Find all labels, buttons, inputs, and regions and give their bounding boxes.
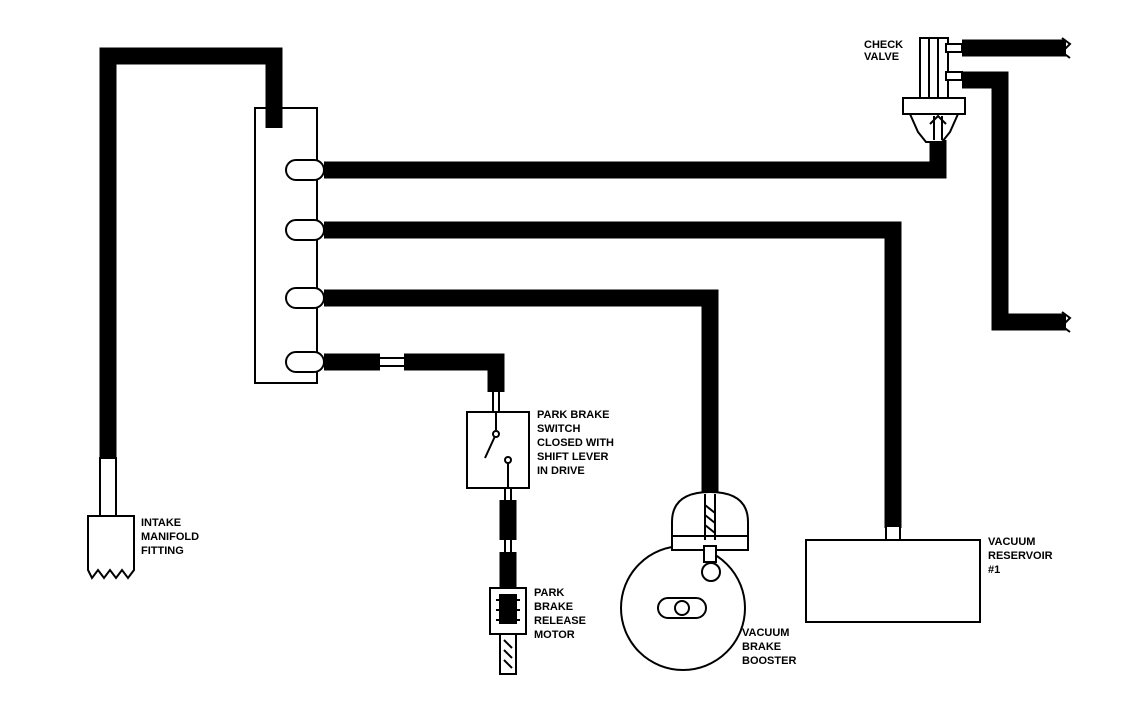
intake-manifold-label-line-3: FITTING: [141, 545, 184, 557]
check-valve-label-line-1: CHECK: [864, 39, 903, 51]
intake-manifold-hose: [99, 47, 283, 462]
park-brake-switch-label-line-2: SWITCH: [537, 423, 580, 435]
check-valve-label: CHECK VALVE: [864, 39, 906, 63]
block-port-4: [285, 351, 325, 373]
vacuum-brake-booster: [620, 490, 749, 671]
vacuum-reservoir-label-line-1: VACUUM: [988, 536, 1035, 548]
reservoir-hose: [324, 221, 902, 528]
vacuum-reservoir-label-line-3: #1: [988, 564, 1000, 576]
vacuum-reservoir-label: VACUUM RESERVOIR #1: [988, 536, 1056, 576]
check-valve: [902, 37, 966, 143]
intake-manifold-label: INTAKE MANIFOLD FITTING: [141, 517, 202, 557]
switch-to-motor-hose: [499, 488, 517, 588]
check-valve-label-line-2: VALVE: [864, 51, 899, 63]
block-port-3: [285, 287, 325, 309]
intake-manifold-label-line-2: MANIFOLD: [141, 531, 199, 543]
vacuum-brake-booster-label-line-1: VACUUM: [742, 627, 789, 639]
park-brake-switch: [466, 411, 530, 489]
park-brake-release-motor-label: PARK BRAKE RELEASE MOTOR: [534, 587, 589, 641]
vacuum-distribution-block: [254, 107, 318, 384]
park-brake-release-motor-label-line-3: RELEASE: [534, 615, 586, 627]
park-brake-switch-label-line-5: IN DRIVE: [537, 465, 585, 477]
park-brake-switch-label-line-1: PARK BRAKE: [537, 409, 610, 421]
park-brake-release-motor-label-line-2: BRAKE: [534, 601, 573, 613]
park-brake-release-motor: [489, 587, 527, 675]
vacuum-brake-booster-label-line-3: BOOSTER: [742, 655, 796, 667]
check-valve-supply-hose: [324, 140, 947, 179]
vacuum-brake-booster-label-line-2: BRAKE: [742, 641, 781, 653]
check-valve-outlet-hose-lower: [962, 71, 1066, 331]
park-brake-switch-label-line-4: SHIFT LEVER: [537, 451, 609, 463]
park-brake-switch-label: PARK BRAKE SWITCH CLOSED WITH SHIFT LEVE…: [537, 409, 617, 477]
park-brake-release-motor-label-line-4: MOTOR: [534, 629, 575, 641]
vacuum-brake-booster-label: VACUUM BRAKE BOOSTER: [742, 627, 796, 667]
vacuum-reservoir-label-line-2: RESERVOIR: [988, 550, 1053, 562]
break-mark-upper: [1060, 37, 1072, 59]
park-brake-release-motor-label-line-1: PARK: [534, 587, 564, 599]
brake-booster-hose: [324, 289, 719, 492]
vacuum-reservoir: [805, 525, 981, 623]
break-mark-lower: [1060, 311, 1072, 333]
intake-manifold-fitting: [87, 457, 135, 580]
park-brake-switch-label-line-3: CLOSED WITH: [537, 437, 614, 449]
intake-manifold-label-line-1: INTAKE: [141, 517, 181, 529]
block-port-1: [285, 159, 325, 181]
park-brake-switch-hose: [324, 353, 505, 412]
block-port-2: [285, 219, 325, 241]
